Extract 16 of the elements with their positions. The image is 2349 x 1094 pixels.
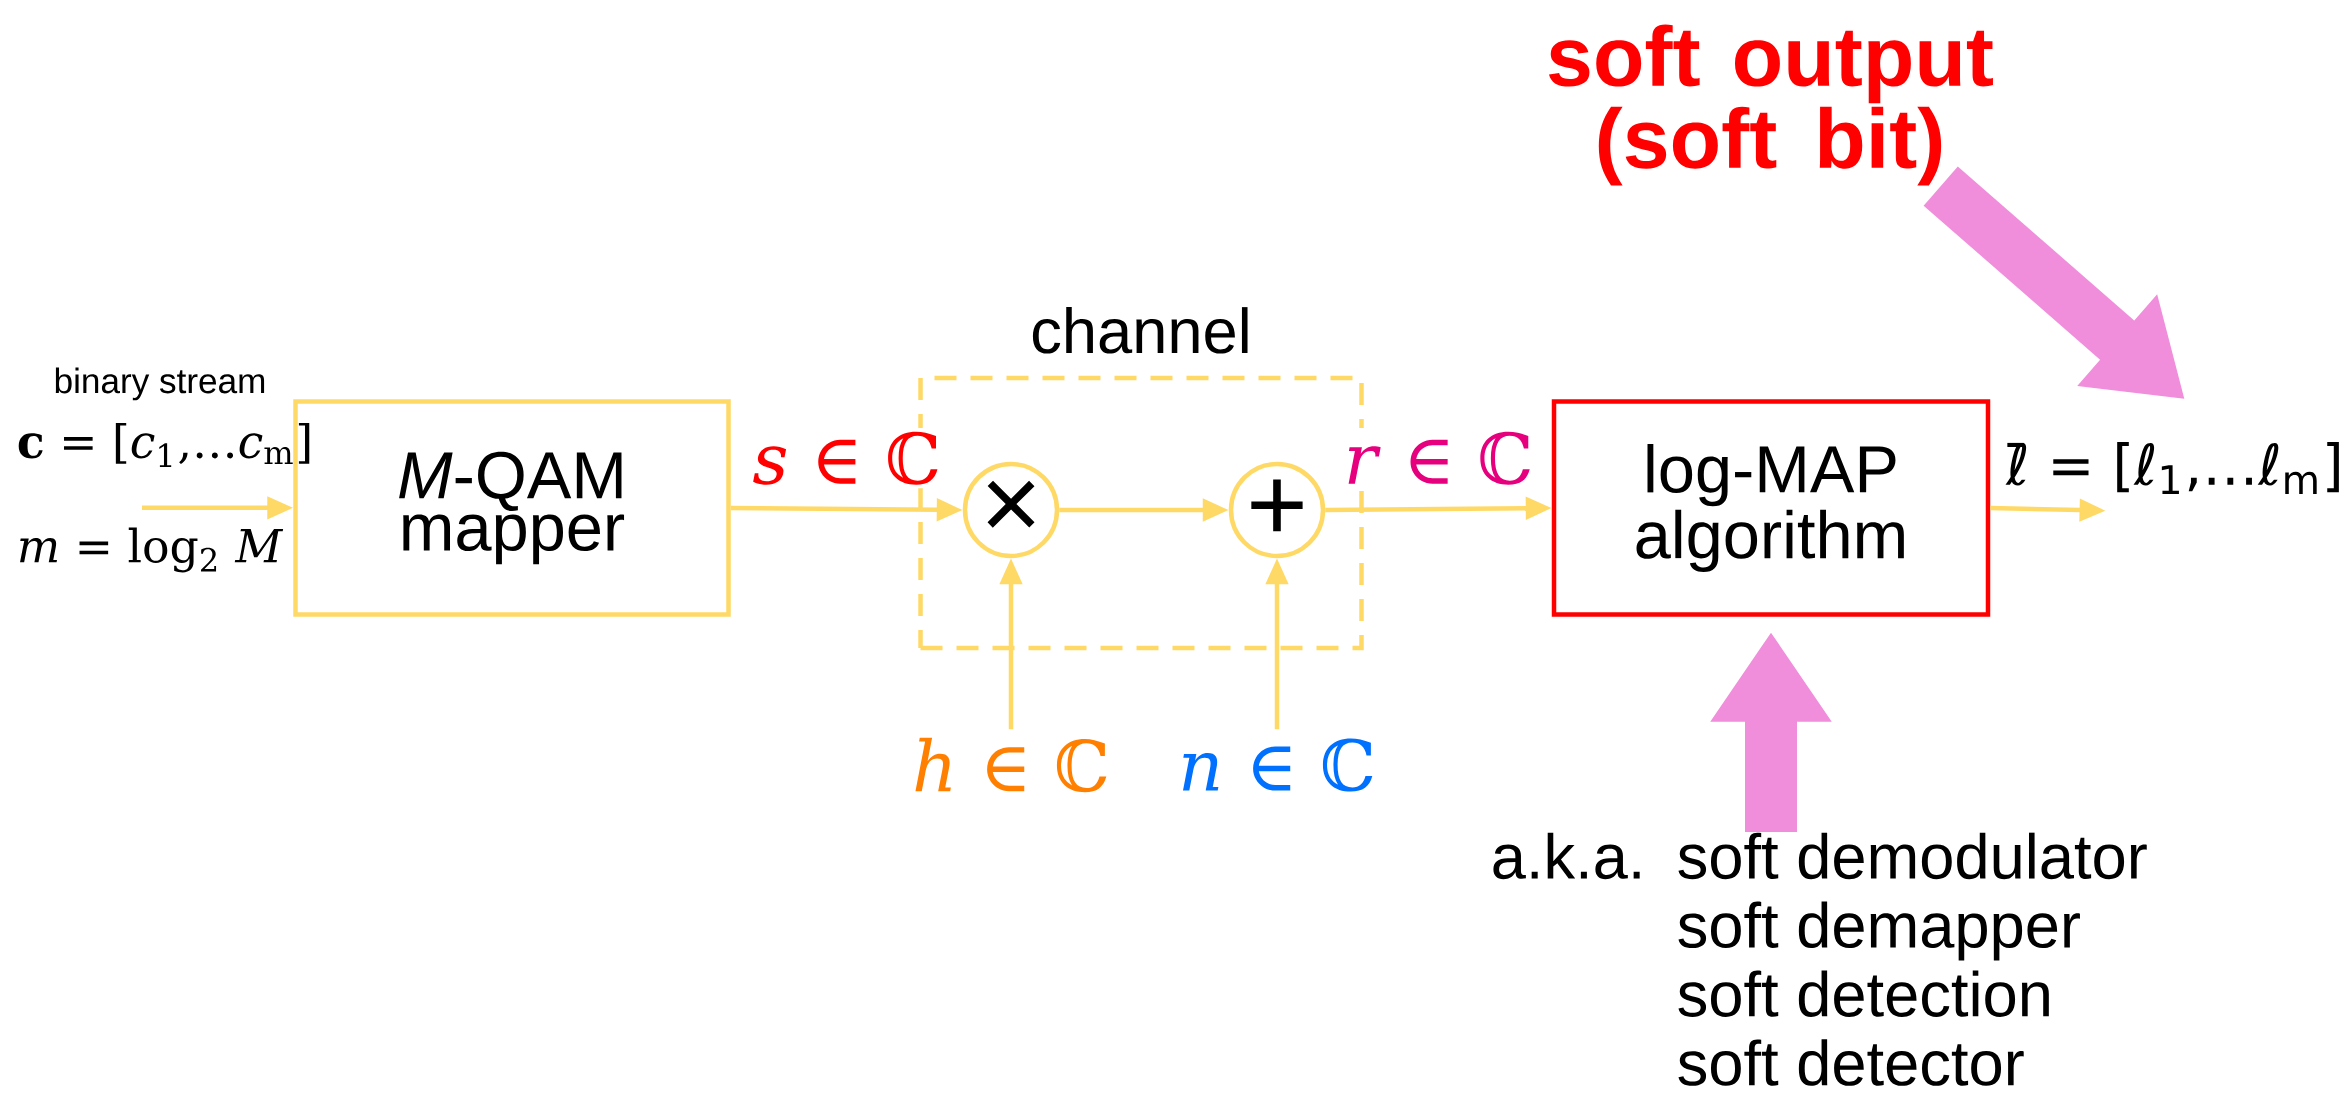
formula-text: n ∈ ℂ [1183,738,1373,792]
group-heading: channel [1032,307,1248,354]
alias-text: soft detection [1678,970,2049,1017]
edge-label: s ∈ ℂ [748,428,945,489]
alias-text: soft demapper [1678,901,2080,961]
process-box: log-MAP algorithm [1551,399,1991,617]
alias-text: soft detector [1678,1039,2024,1086]
formula-text: ℓ̄ = [ℓ$_{1}$,…ℓ$_{m}$] [2005,442,2339,494]
alias-text: soft demodulator [1678,832,2147,880]
edge-label: r ∈ ℂ [1340,428,1537,489]
aka-label: a.k.a. [1493,832,1640,880]
formula-text: m = log$_{2}$ M [20,527,284,573]
formula-text: h ∈ ℂ [915,737,1107,793]
caption-text: binary stream [55,367,265,401]
formula-text: c = [c$_{1}$,…c$_{m}$] [18,423,310,467]
heading-text: soft output (soft bit) [1549,24,1993,186]
